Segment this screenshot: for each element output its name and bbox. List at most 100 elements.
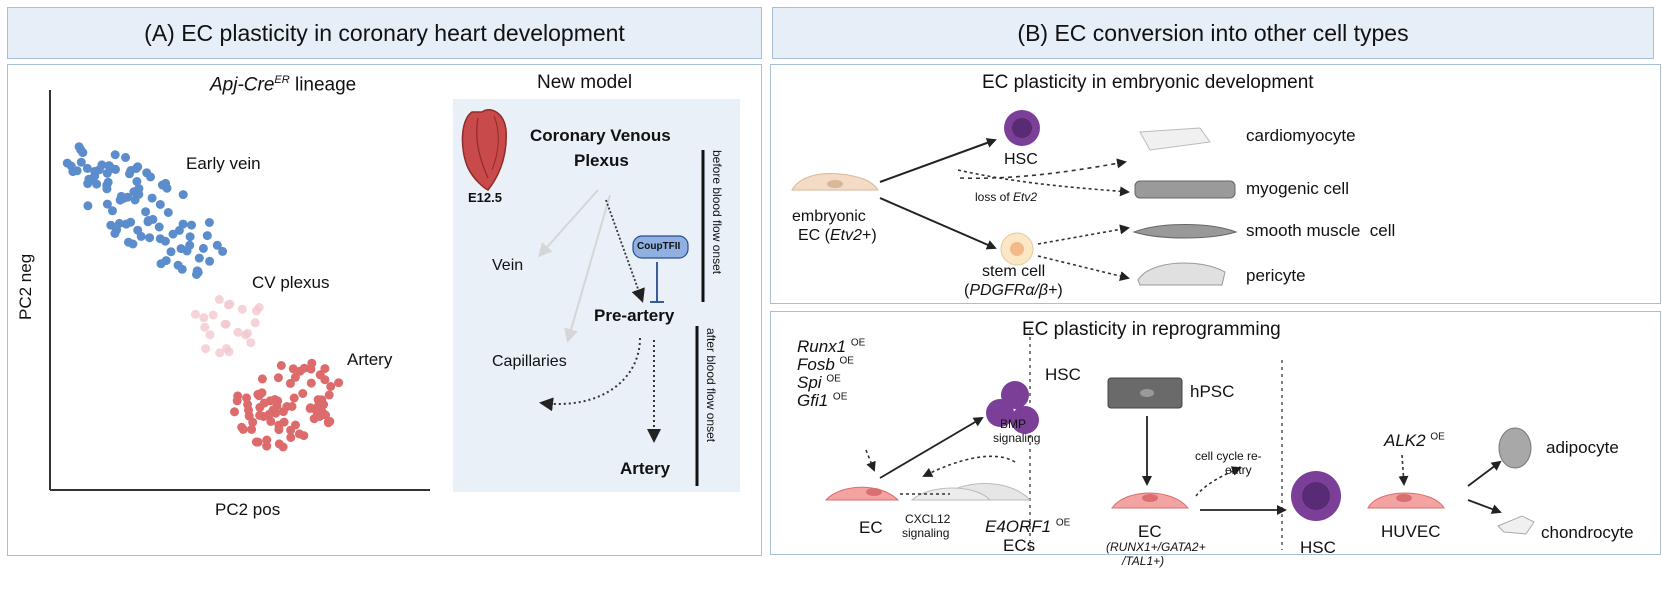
factor-fosb-name: Fosb bbox=[797, 355, 835, 374]
scatter-point bbox=[212, 240, 222, 250]
scatter-point bbox=[233, 327, 243, 337]
heart-label: E12.5 bbox=[468, 190, 502, 205]
scatter-point bbox=[108, 206, 117, 216]
scatter-point bbox=[204, 218, 214, 227]
scatter-point bbox=[225, 299, 235, 309]
cluster-artery: Artery bbox=[347, 350, 393, 369]
scatter-point bbox=[287, 402, 297, 411]
cell-cycle-label-1: cell cycle re- bbox=[1195, 449, 1262, 463]
scatter-point bbox=[146, 172, 155, 182]
scatter-point bbox=[198, 243, 208, 253]
plexus-label-2: Plexus bbox=[574, 151, 629, 170]
pre-artery-label: Pre-artery bbox=[594, 306, 675, 325]
scatter-point bbox=[306, 378, 316, 388]
panel-b-title: (B) EC conversion into other cell types bbox=[1017, 19, 1409, 46]
factor-fosb-oe: OE bbox=[839, 355, 854, 367]
loss-part-i: Etv2 bbox=[1013, 190, 1038, 204]
factor-gfi1: Gfi1 OE bbox=[797, 391, 847, 411]
scatter-point bbox=[215, 348, 225, 358]
scatter-point bbox=[315, 370, 325, 380]
lineage-gene: Apj-Cre bbox=[210, 74, 275, 96]
scatter-point bbox=[194, 253, 204, 263]
scatter-point bbox=[147, 193, 157, 203]
scatter-point bbox=[243, 328, 252, 338]
scatter-point bbox=[145, 233, 155, 243]
scatter-point bbox=[268, 405, 278, 415]
factor-fosb: Fosb OE bbox=[797, 355, 854, 375]
scatter-point bbox=[279, 417, 289, 427]
scatter-point bbox=[214, 295, 224, 304]
scatter-point bbox=[253, 389, 263, 399]
lineage-suffix: lineage bbox=[289, 74, 357, 96]
cxcl12-label-1: CXCL12 bbox=[905, 512, 951, 526]
scatter-point bbox=[90, 166, 100, 176]
scatter-point bbox=[294, 429, 304, 439]
scatter-point bbox=[298, 389, 308, 398]
scatter-point bbox=[276, 361, 286, 370]
scatter-point bbox=[104, 161, 114, 171]
ec-part-a: EC ( bbox=[798, 227, 830, 244]
loss-etv2-label: loss of Etv2 bbox=[975, 190, 1038, 205]
e4orf1-oe: OE bbox=[1055, 517, 1071, 529]
scatter-point bbox=[166, 247, 176, 257]
coup-label: CoupTFII bbox=[637, 241, 681, 252]
factor-spi-name: Spi bbox=[797, 373, 822, 392]
scatter-point bbox=[237, 304, 247, 314]
hsc2-label: HSC bbox=[1300, 538, 1336, 557]
bmp-label-2: signaling bbox=[993, 431, 1041, 445]
chondrocyte-label: chondrocyte bbox=[1541, 523, 1634, 542]
ec2-label: EC bbox=[1138, 522, 1162, 541]
scatter-point bbox=[208, 310, 218, 320]
scatter-point bbox=[177, 264, 187, 274]
scatter-point bbox=[334, 378, 344, 388]
alk2-name: ALK2 bbox=[1384, 431, 1426, 450]
scatter-point bbox=[273, 396, 283, 406]
scatter-point bbox=[220, 319, 230, 329]
scatter-point bbox=[323, 417, 333, 427]
factor-runx1: Runx1 OE bbox=[797, 337, 865, 357]
scatter-point bbox=[306, 403, 315, 413]
scatter-point bbox=[178, 190, 188, 200]
scatter-point bbox=[218, 246, 228, 256]
scatter-point bbox=[205, 330, 215, 340]
scatter-point bbox=[246, 338, 256, 348]
capillaries-label: Capillaries bbox=[492, 353, 567, 370]
scatter-point bbox=[242, 393, 251, 403]
factor-gfi1-name: Gfi1 bbox=[797, 391, 829, 410]
scatter-point bbox=[121, 153, 130, 162]
heart-icon bbox=[461, 109, 507, 191]
scatter-point bbox=[161, 256, 171, 266]
embryonic-title: EC plasticity in embryonic development bbox=[982, 72, 1314, 93]
scatter-point bbox=[132, 177, 142, 186]
scatter-point bbox=[250, 318, 260, 328]
scatter-point bbox=[76, 157, 86, 167]
plexus-label-1: Coronary Venous bbox=[530, 126, 671, 145]
e4orf1-label: E4ORF1 OE bbox=[985, 517, 1070, 537]
new-model-title: New model bbox=[537, 72, 633, 93]
scatter-point bbox=[326, 382, 336, 391]
alk2-oe: OE bbox=[1430, 431, 1445, 443]
cxcl12-label-2: signaling bbox=[902, 526, 950, 540]
factor-runx1-oe: OE bbox=[850, 337, 866, 349]
smooth-muscle-label: smooth muscle cell bbox=[1246, 221, 1396, 240]
e4orf1-ecs-label: ECs bbox=[1003, 536, 1036, 555]
scatter-point bbox=[230, 407, 239, 417]
scatter-point bbox=[62, 158, 72, 168]
scatter-point bbox=[155, 234, 165, 244]
reprogramming-icons bbox=[824, 330, 1535, 550]
stem-cell-label-2: (PDGFRα/β+) bbox=[964, 282, 1063, 300]
scatter-point bbox=[92, 179, 102, 189]
scatter-points bbox=[62, 142, 344, 452]
hpsc-label: hPSC bbox=[1190, 382, 1235, 401]
cardiomyocyte-label: cardiomyocyte bbox=[1246, 126, 1356, 145]
factor-spi-oe: OE bbox=[826, 373, 841, 385]
scatter-point bbox=[155, 200, 165, 209]
stem-part-a: ( bbox=[964, 282, 970, 299]
hsc-label-top: HSC bbox=[1004, 151, 1038, 168]
adipocyte-label: adipocyte bbox=[1546, 438, 1619, 457]
ec2-sub-1: (RUNX1+/GATA2+ bbox=[1106, 540, 1206, 554]
scatter-point bbox=[130, 195, 140, 205]
scatter-point bbox=[110, 150, 120, 160]
scatter-point bbox=[110, 229, 120, 238]
